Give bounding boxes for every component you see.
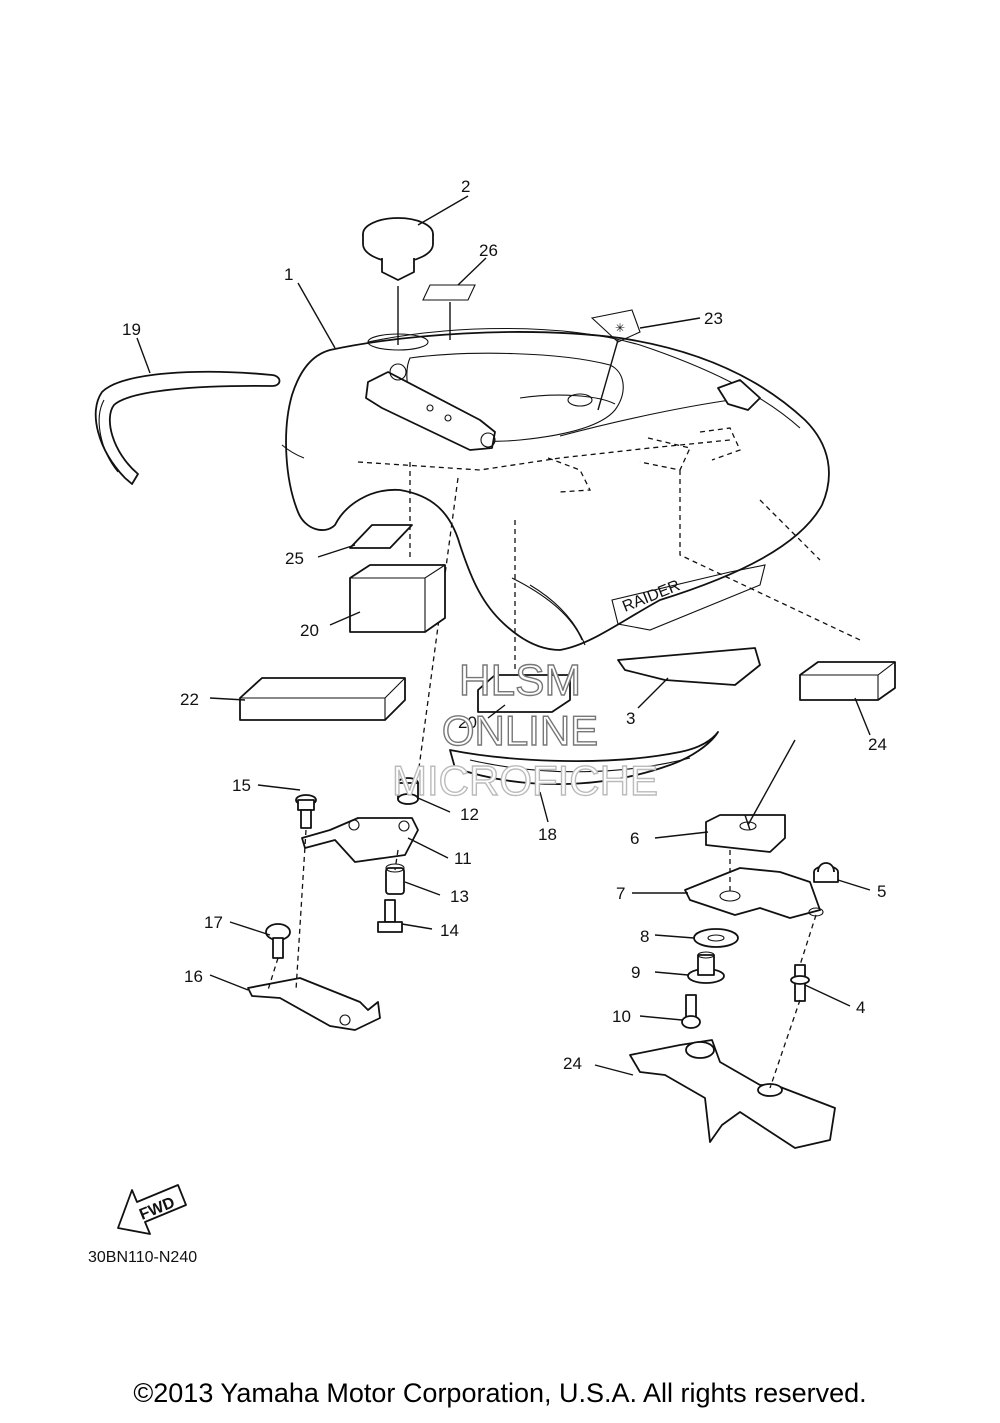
part-8-washer bbox=[693, 928, 739, 948]
part-23-pad bbox=[349, 524, 413, 549]
right-stack-lines bbox=[729, 739, 817, 1089]
watermark: HLSM ONLINE MICROFICHE bbox=[391, 655, 658, 804]
part-14-bolt bbox=[377, 899, 403, 933]
callout-23: 25 bbox=[285, 549, 304, 568]
part-24-emblem: ✳ bbox=[590, 309, 641, 411]
part-3-decal bbox=[617, 647, 761, 686]
callout-13: 13 bbox=[450, 887, 469, 906]
callout-10: 10 bbox=[612, 1007, 631, 1026]
callout-18: 18 bbox=[538, 825, 557, 844]
part-20b-damper bbox=[477, 674, 571, 713]
fuel-tank: RAIDER bbox=[281, 328, 830, 651]
callout-17: 17 bbox=[204, 913, 223, 932]
part-6-bracket bbox=[705, 814, 786, 853]
fwd-arrow-icon: FWD bbox=[117, 1184, 187, 1235]
part-25-bracket bbox=[629, 1039, 836, 1149]
callout-16: 16 bbox=[184, 967, 203, 986]
watermark-line1: HLSM bbox=[459, 656, 581, 705]
callout-5: 5 bbox=[877, 882, 886, 901]
callout-11: 11 bbox=[454, 849, 472, 868]
callout-14: 14 bbox=[440, 921, 459, 940]
part-18-strip bbox=[449, 731, 719, 786]
part-10-bolt bbox=[681, 994, 701, 1029]
part-21-damper bbox=[239, 677, 406, 721]
callout-19: 19 bbox=[122, 320, 141, 339]
part-4-stud bbox=[790, 964, 810, 1002]
callout-26: 26 bbox=[479, 241, 498, 260]
part-15-bolt bbox=[295, 794, 317, 829]
callout-1: 1 bbox=[284, 265, 293, 284]
part-12-grommet bbox=[397, 777, 419, 805]
watermark-line3: MICROFICHE bbox=[392, 757, 658, 804]
callout-21: 22 bbox=[180, 690, 199, 709]
part-7-plate bbox=[684, 867, 824, 919]
part-26-label bbox=[422, 284, 476, 340]
part-16-stay bbox=[247, 977, 381, 1031]
part-19-strip bbox=[94, 370, 281, 485]
copyright-footer: ©2013 Yamaha Motor Corporation, U.S.A. A… bbox=[133, 1378, 867, 1408]
callout-8: 8 bbox=[640, 927, 649, 946]
callout-2: 2 bbox=[461, 177, 470, 196]
callout-12: 12 bbox=[460, 805, 479, 824]
callout-25: 24 bbox=[563, 1054, 582, 1073]
part-11-bracket bbox=[301, 817, 419, 863]
callout-9: 9 bbox=[631, 963, 640, 982]
part-2-cap bbox=[362, 217, 434, 345]
callout-4: 4 bbox=[856, 998, 865, 1017]
callout-22: 24 bbox=[868, 735, 887, 754]
watermark-line2: ONLINE bbox=[442, 707, 598, 754]
callout-20-lower: 20 bbox=[458, 713, 477, 732]
callout-3: 3 bbox=[626, 709, 635, 728]
callout-15: 15 bbox=[232, 776, 251, 795]
callout-20-upper: 20 bbox=[300, 621, 319, 640]
part-17-screw bbox=[265, 923, 291, 959]
diagram-code: 30BN110-N240 bbox=[88, 1249, 197, 1266]
assembly-dashed-lines bbox=[357, 427, 861, 776]
callout-6: 6 bbox=[630, 829, 639, 848]
part-5-nut bbox=[813, 862, 839, 883]
part-20-damper bbox=[349, 564, 446, 633]
part-9-collar bbox=[687, 951, 725, 984]
part-22-damper bbox=[799, 661, 896, 701]
callout-labels: 2 1 26 23 19 25 20 22 20 3 24 15 12 11 1… bbox=[122, 177, 887, 1073]
leader-lines bbox=[136, 195, 871, 1076]
callout-7: 7 bbox=[616, 884, 625, 903]
callout-24: 23 bbox=[704, 309, 723, 328]
left-stack-lines bbox=[267, 829, 399, 991]
svg-text:✳: ✳ bbox=[615, 321, 625, 335]
